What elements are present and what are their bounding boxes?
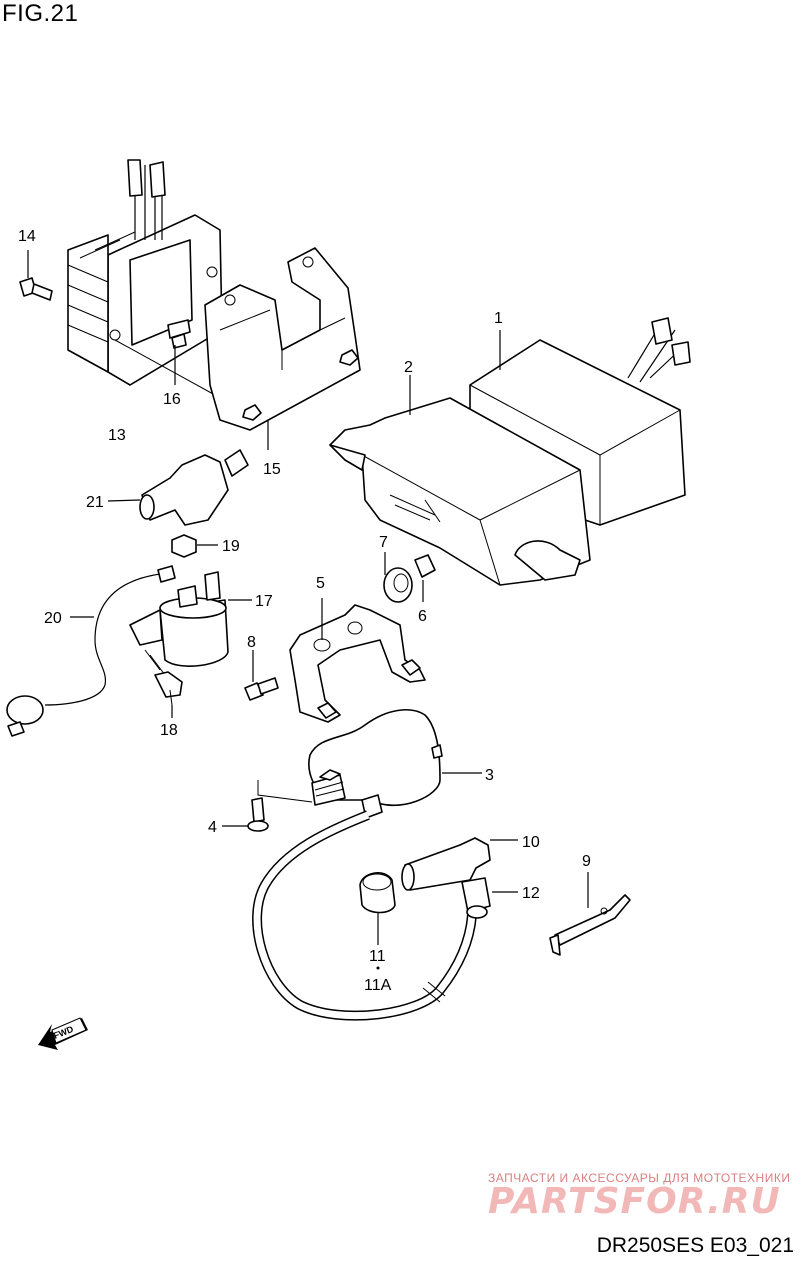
part-3-ignition-coil: [257, 709, 482, 819]
callout-2: 2: [404, 359, 413, 376]
callout-13: 13: [108, 427, 126, 444]
part-18-screw: [154, 671, 183, 718]
callout-1: 1: [494, 310, 503, 327]
callout-15: 15: [263, 461, 281, 478]
callout-11a: 11A: [364, 977, 392, 994]
part-21-cap: [107, 449, 249, 526]
callout-7: 7: [379, 534, 388, 551]
callout-8: 8: [247, 634, 256, 651]
part-10-plug-cap: [401, 837, 518, 891]
figure-title: FIG.21: [2, 0, 79, 27]
part-7-grommet: [383, 552, 413, 603]
callout-20: 20: [44, 610, 62, 627]
part-5-bracket: [289, 598, 426, 723]
callout-19: 19: [222, 538, 240, 555]
part-15-bracket: [204, 247, 361, 450]
fwd-arrow-icon: FWD: [38, 1017, 88, 1050]
part-16-screw: [114, 319, 216, 396]
part-19-nut: [171, 534, 218, 558]
callout-6: 6: [418, 608, 427, 625]
watermark-brand: PARTSFOR.RU: [488, 1181, 781, 1222]
part-8-bolt: [244, 650, 279, 701]
callout-16: 16: [163, 391, 181, 408]
part-11-grommet: [359, 872, 396, 970]
callout-21: 21: [86, 494, 104, 511]
high-tension-lead: [252, 810, 477, 1021]
callout-5: 5: [316, 575, 325, 592]
callout-12: 12: [522, 885, 540, 902]
figure-code: DR250SES E03_021: [596, 1234, 794, 1257]
part-17-starter-relay: [129, 571, 252, 676]
part-13-regulator: [67, 159, 223, 386]
part-9-clamp: [549, 872, 631, 956]
callout-labels: 1 2 3 4 5 6 7 8 9 10 11 11A 12 13 14 15 …: [18, 228, 591, 994]
part-20-lead-wire: [6, 565, 176, 737]
part-6-collar: [414, 554, 436, 602]
callout-11: 11: [369, 948, 386, 965]
callout-4: 4: [208, 819, 217, 836]
watermark: ЗАПЧАСТИ И АКСЕССУАРЫ ДЛЯ МОТОТЕХНИКИ PA…: [488, 1171, 790, 1222]
callout-17: 17: [255, 593, 273, 610]
part-12-terminal: [461, 877, 518, 919]
part-2-cover: [329, 375, 591, 586]
callout-18: 18: [160, 722, 178, 739]
part-14-bolt: [19, 250, 53, 301]
callout-9: 9: [582, 853, 591, 870]
callout-14: 14: [18, 228, 36, 245]
callout-3: 3: [485, 767, 494, 784]
watermark-tagline: ЗАПЧАСТИ И АКСЕССУАРЫ ДЛЯ МОТОТЕХНИКИ: [488, 1171, 790, 1185]
callout-10: 10: [522, 834, 540, 851]
part-4-screw: [222, 797, 269, 832]
